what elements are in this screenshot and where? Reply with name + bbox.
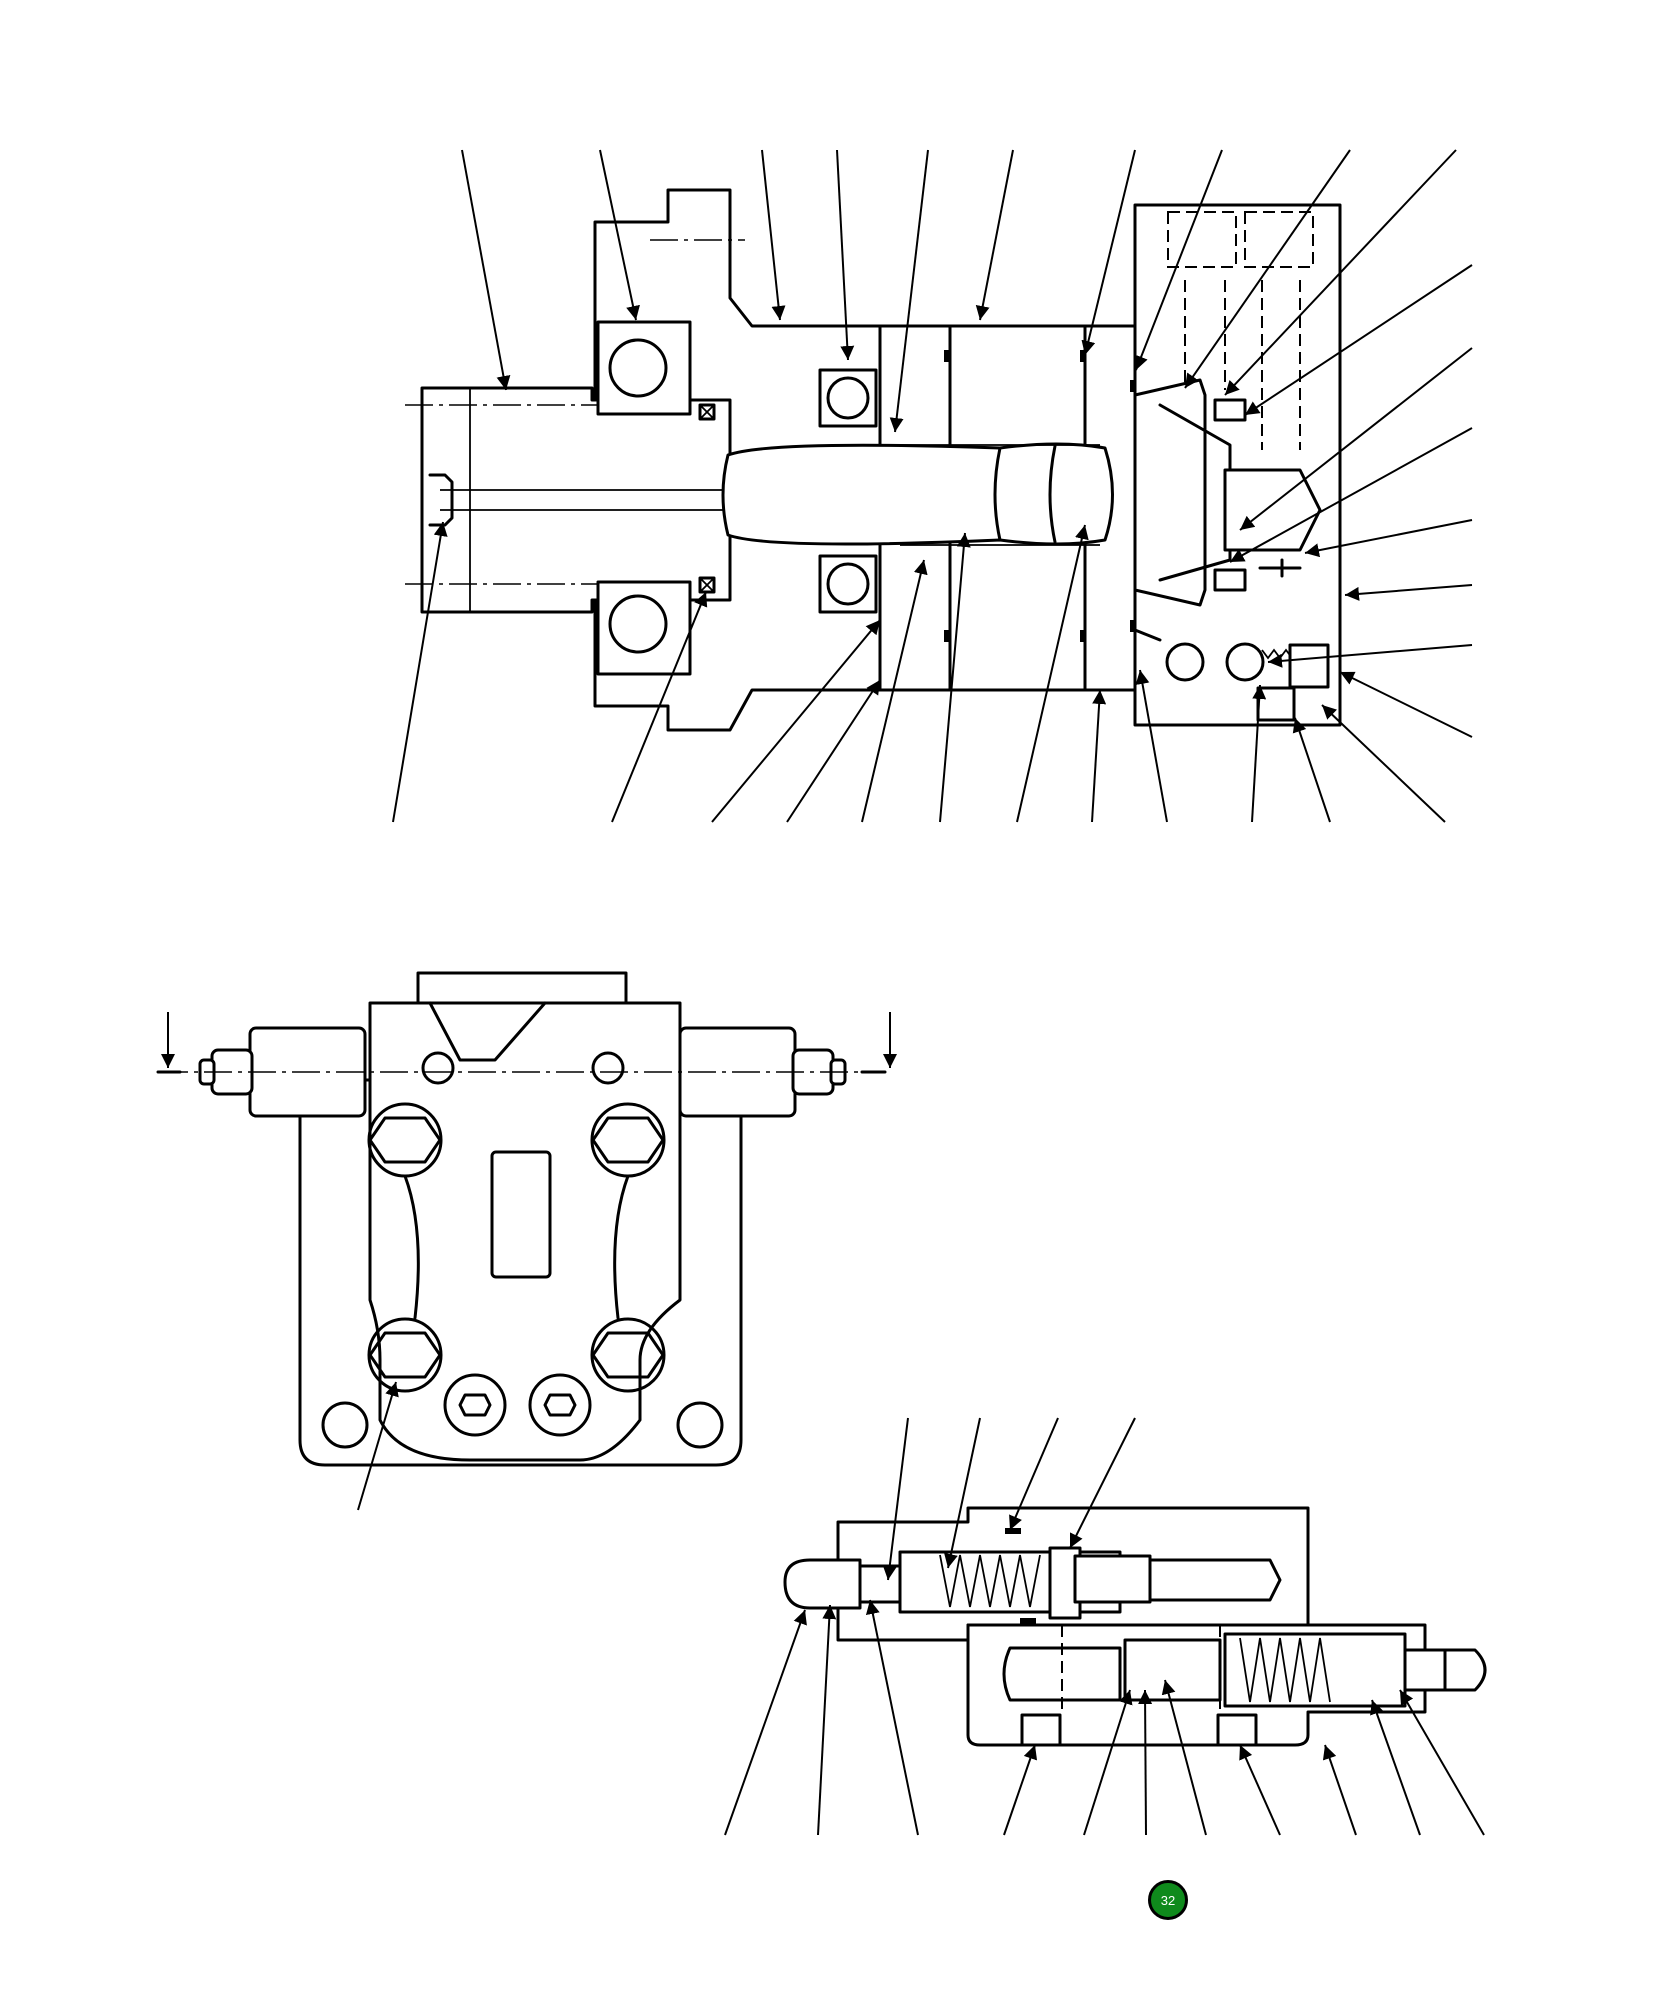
check-plug [1288, 643, 1330, 689]
upper-spring [939, 1554, 1041, 1608]
relief-valve-section-view [783, 1506, 1487, 1747]
plug [528, 1373, 592, 1437]
upper-adjust-cap [783, 1558, 862, 1610]
pump-cross-section-view [405, 188, 1342, 732]
end-view-leader [357, 1381, 399, 1511]
name-plate [490, 1150, 552, 1279]
page-number: 32 [1160, 1892, 1176, 1908]
pump-callout-leaders-lower [392, 521, 1446, 823]
drive-shaft [420, 386, 732, 614]
valve-callout-leaders [724, 1417, 1485, 1836]
check-ball [1165, 642, 1205, 682]
shaft-seal [698, 403, 716, 594]
head-spring [1258, 558, 1302, 578]
flange-hole [321, 1401, 369, 1449]
lower-adjust-cap [1443, 1648, 1487, 1692]
lower-poppet [1123, 1638, 1222, 1702]
upper-poppet [1073, 1554, 1152, 1604]
top-boss [416, 971, 628, 1005]
page-number-badge: 32 [1148, 1880, 1188, 1920]
pump-housing-outline [593, 188, 1342, 732]
port-notch [428, 1001, 547, 1062]
port-plug [1216, 1713, 1258, 1747]
cover-plate [368, 1001, 682, 1462]
lower-spring [1239, 1637, 1331, 1703]
port-plug [1020, 1713, 1062, 1747]
flange-hole [676, 1401, 724, 1449]
plug [443, 1373, 507, 1437]
port-hidden-lines [1167, 211, 1237, 268]
front-bearing [596, 320, 692, 676]
swash-plate [1133, 378, 1207, 607]
pump-callout-leaders [461, 149, 1473, 738]
valve-plug [1223, 468, 1322, 552]
pump-end-view [156, 971, 897, 1511]
inner-bearing [818, 368, 878, 614]
